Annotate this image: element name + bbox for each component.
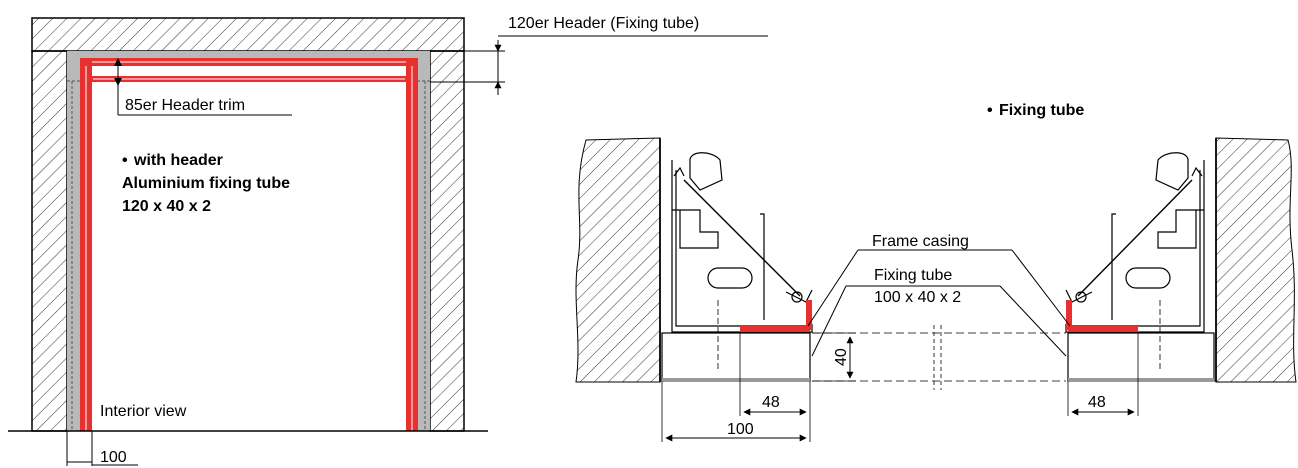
dim-height-40: 40 [833, 348, 850, 366]
gray-frame-left [67, 51, 81, 431]
note-line-3: 120 x 40 x 2 [122, 198, 211, 215]
gray-frame-right [417, 51, 430, 431]
trim-label: 85er Header trim [125, 97, 245, 114]
header-label: 120er Header (Fixing tube) [508, 15, 699, 32]
section-bullet: • [987, 102, 993, 119]
top-wall-hatch [31, 17, 465, 52]
dim-left-100: 100 [727, 421, 754, 438]
dim-right-48: 48 [1088, 394, 1106, 411]
right-wall-hatch [429, 50, 465, 432]
fixing-tube-label-1: Fixing tube [874, 267, 952, 284]
right-fixing-tube [1067, 332, 1215, 382]
note-bullet: • [122, 152, 128, 169]
note-line-1: with header [133, 152, 223, 169]
fixing-tube-label-2: 100 x 40 x 2 [874, 289, 961, 306]
section-title: Fixing tube [999, 102, 1084, 119]
interior-view-label: Interior view [100, 403, 187, 420]
left-red-tube [740, 326, 810, 332]
left-fixing-tube [661, 332, 811, 382]
left-elevation-drawing: 120er Header (Fixing tube) 85er Header t… [8, 15, 768, 466]
dim-left-48: 48 [762, 394, 780, 411]
right-wall-section [1215, 137, 1297, 383]
left-wall-section [575, 137, 661, 383]
bottom-dim-100: 100 [100, 449, 127, 466]
left-frame-casing [671, 152, 813, 372]
note-line-2: Aluminium fixing tube [122, 175, 290, 192]
right-frame-casing [1065, 152, 1205, 372]
frame-casing-label: Frame casing [872, 233, 969, 250]
left-wall-hatch [31, 50, 68, 432]
right-red-tube [1068, 326, 1138, 332]
right-section-drawing: • Fixing tube [575, 102, 1297, 442]
gray-frame-top [67, 51, 430, 61]
